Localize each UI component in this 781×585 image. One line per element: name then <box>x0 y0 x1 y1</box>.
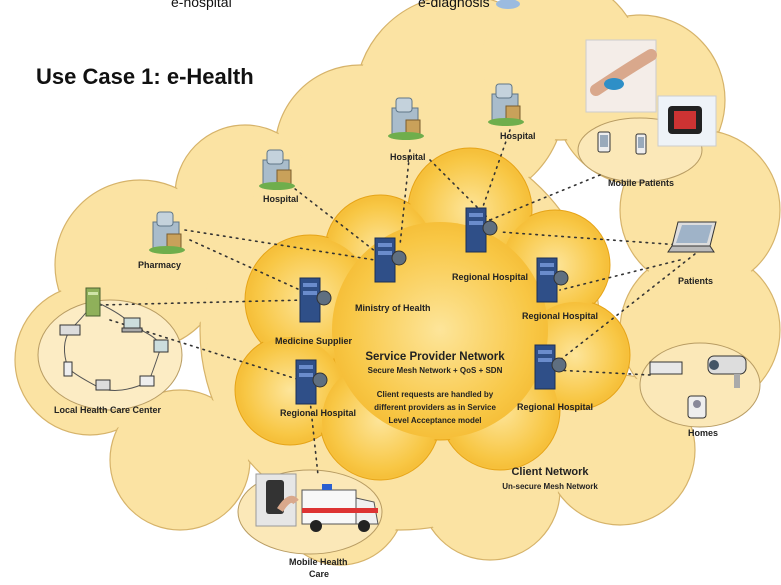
top-clipped-label-right: e-diagnosis <box>418 0 490 10</box>
page-title: Use Case 1: e-Health <box>36 64 254 89</box>
local-center-subcloud <box>37 299 183 411</box>
label-regional-hospital: Regional Hospital <box>522 311 599 321</box>
wearable-wristband-photo <box>585 39 657 113</box>
label-homes: Homes <box>688 428 719 438</box>
smartwatch-photo <box>657 95 717 147</box>
top-clipped-label-left: e-hospital <box>171 0 232 10</box>
label-regional-hospital: Regional Hospital <box>280 408 357 418</box>
server-icon <box>299 277 332 323</box>
desktop-icon <box>153 339 169 353</box>
set-top-box-icon <box>649 361 683 375</box>
label-mobile-health-care: Mobile Health <box>289 557 348 567</box>
laptop-icon <box>667 221 717 253</box>
service-provider-note-1: Client requests are handled by <box>376 390 494 399</box>
label-local-health-care-center: Local Health Care Center <box>54 405 162 415</box>
ambulance-icon <box>301 484 379 532</box>
server-icon <box>536 257 569 303</box>
server-icon <box>374 237 407 283</box>
label-regional-hospital: Regional Hospital <box>452 272 529 282</box>
service-provider-subtitle: Secure Mesh Network + QoS + SDN <box>367 366 503 375</box>
service-provider-note-3: Level Acceptance model <box>388 416 482 425</box>
pharmacy-building-icon <box>149 211 185 254</box>
modem-icon <box>139 375 155 387</box>
local-server-icon <box>85 287 101 317</box>
label-patients: Patients <box>678 276 714 286</box>
server-icon <box>465 207 498 253</box>
laptop-icon <box>121 317 143 333</box>
printer-icon <box>59 324 81 336</box>
hospital-building-icon <box>488 83 524 126</box>
service-provider-note-2: different providers as in Service <box>374 403 496 412</box>
label-hospital: Hospital <box>263 194 299 204</box>
hospital-building-icon <box>388 97 424 140</box>
security-camera-icon <box>707 355 747 388</box>
label-regional-hospital: Regional Hospital <box>517 402 594 412</box>
label-medicine-supplier: Medicine Supplier <box>275 336 353 346</box>
client-network-title: Client Network <box>511 466 589 478</box>
client-network-subtitle: Un-secure Mesh Network <box>502 482 598 491</box>
router-icon <box>95 379 111 391</box>
label-hospital: Hospital <box>390 152 426 162</box>
label-ministry-of-health: Ministry of Health <box>355 303 431 313</box>
label-mobile-patients: Mobile Patients <box>608 178 675 188</box>
label-mobile-health-care-2: Care <box>309 569 330 579</box>
hospital-building-icon <box>259 149 295 190</box>
service-provider-title: Service Provider Network <box>365 351 505 363</box>
label-pharmacy: Pharmacy <box>138 260 182 270</box>
phone-icon <box>63 361 73 377</box>
smartphone-icon <box>597 131 611 153</box>
top-clipped-icon <box>496 0 520 9</box>
smartphone-icon <box>635 133 647 155</box>
label-hospital: Hospital <box>500 131 536 141</box>
server-icon <box>295 359 328 405</box>
medical-sensor-icon <box>687 395 707 419</box>
phone-photo <box>255 473 299 527</box>
dotted-links <box>99 129 701 476</box>
server-icon <box>534 344 567 390</box>
